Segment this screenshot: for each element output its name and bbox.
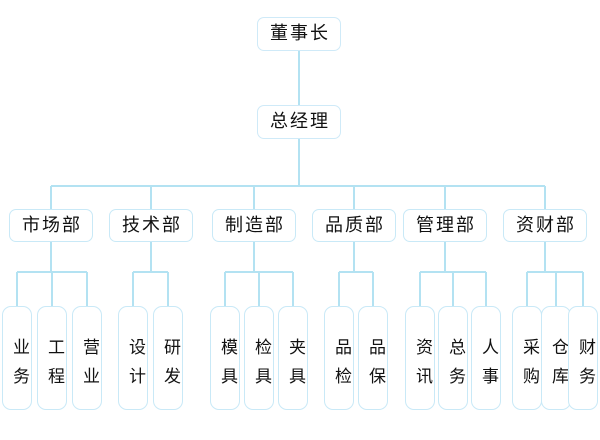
connector-vertical bbox=[298, 51, 300, 105]
connector-vertical bbox=[485, 272, 487, 306]
node-unit-4[interactable]: 设计 bbox=[118, 306, 148, 410]
node-unit-14[interactable]: 采购 bbox=[512, 306, 542, 410]
connector-vertical bbox=[132, 272, 134, 306]
connector-vertical bbox=[292, 272, 294, 306]
node-unit-3[interactable]: 营业 bbox=[72, 306, 102, 410]
node-unit-8[interactable]: 夹具 bbox=[278, 306, 308, 410]
connector-vertical bbox=[419, 272, 421, 306]
connector-vertical bbox=[298, 139, 300, 186]
node-unit-2[interactable]: 工程 bbox=[37, 306, 67, 410]
connector-vertical bbox=[338, 272, 340, 306]
node-unit-9[interactable]: 品检 bbox=[324, 306, 354, 410]
connector-vertical bbox=[582, 272, 584, 306]
connector-vertical bbox=[224, 272, 226, 306]
connector-vertical bbox=[444, 242, 446, 272]
connector-vertical bbox=[150, 242, 152, 272]
connector-vertical bbox=[544, 242, 546, 272]
connector-vertical bbox=[16, 272, 18, 306]
node-unit-10[interactable]: 品保 bbox=[358, 306, 388, 410]
node-unit-16[interactable]: 财务 bbox=[568, 306, 598, 410]
connector-horizontal bbox=[339, 271, 373, 273]
connector-vertical bbox=[544, 186, 546, 209]
connector-vertical bbox=[555, 272, 557, 306]
connector-vertical bbox=[50, 242, 52, 272]
node-unit-6[interactable]: 模具 bbox=[210, 306, 240, 410]
connector-vertical bbox=[444, 186, 446, 209]
node-department-5[interactable]: 管理部 bbox=[403, 209, 487, 242]
connector-vertical bbox=[353, 242, 355, 272]
connector-vertical bbox=[253, 186, 255, 209]
node-unit-13[interactable]: 人事 bbox=[471, 306, 501, 410]
connector-horizontal bbox=[133, 271, 168, 273]
connector-vertical bbox=[452, 272, 454, 306]
node-unit-12[interactable]: 总务 bbox=[438, 306, 468, 410]
node-unit-7[interactable]: 检具 bbox=[244, 306, 274, 410]
node-department-3[interactable]: 制造部 bbox=[212, 209, 296, 242]
connector-vertical bbox=[258, 272, 260, 306]
connector-vertical bbox=[167, 272, 169, 306]
connector-vertical bbox=[372, 272, 374, 306]
node-department-1[interactable]: 市场部 bbox=[9, 209, 93, 242]
node-department-6[interactable]: 资财部 bbox=[503, 209, 587, 242]
connector-vertical bbox=[353, 186, 355, 209]
node-unit-1[interactable]: 业务 bbox=[2, 306, 32, 410]
connector-vertical bbox=[51, 272, 53, 306]
connector-vertical bbox=[150, 186, 152, 209]
node-unit-15[interactable]: 仓库 bbox=[541, 306, 571, 410]
connector-vertical bbox=[526, 272, 528, 306]
node-unit-5[interactable]: 研发 bbox=[153, 306, 183, 410]
node-department-2[interactable]: 技术部 bbox=[109, 209, 193, 242]
node-chairman[interactable]: 董事长 bbox=[257, 17, 341, 51]
connector-horizontal bbox=[51, 185, 545, 187]
connector-vertical bbox=[253, 242, 255, 272]
connector-vertical bbox=[50, 186, 52, 209]
node-unit-11[interactable]: 资讯 bbox=[405, 306, 435, 410]
node-general-manager[interactable]: 总经理 bbox=[257, 105, 341, 139]
connector-vertical bbox=[86, 272, 88, 306]
node-department-4[interactable]: 品质部 bbox=[312, 209, 396, 242]
